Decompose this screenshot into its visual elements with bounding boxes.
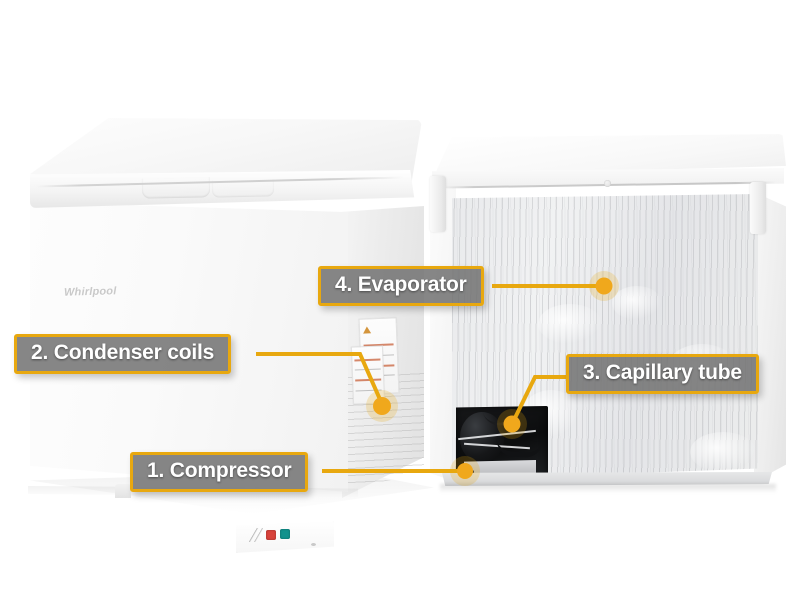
callout-evaporator-label: 4. Evaporator bbox=[335, 273, 467, 296]
lid-screw bbox=[604, 180, 611, 187]
chest-freezer-rear-unit bbox=[424, 134, 790, 493]
rear-left-edge-panel bbox=[430, 186, 456, 482]
cabinet-foot bbox=[115, 484, 131, 498]
indicator-light bbox=[311, 543, 316, 546]
callout-evaporator[interactable]: 4. Evaporator bbox=[318, 266, 484, 306]
lid-hinge-left bbox=[430, 176, 446, 232]
callout-compressor[interactable]: 1. Compressor bbox=[130, 452, 309, 492]
power-switch-teal[interactable] bbox=[280, 529, 290, 539]
floor-shadow-rear bbox=[440, 484, 776, 493]
lid-hinge-right bbox=[750, 182, 766, 234]
compressor-mount-plate bbox=[464, 460, 536, 476]
callout-capillary-tube[interactable]: 3. Capillary tube bbox=[566, 354, 759, 394]
foil-sheen-1 bbox=[538, 304, 602, 344]
callout-capillary-label: 3. Capillary tube bbox=[583, 361, 742, 384]
warning-label-lower bbox=[350, 345, 386, 405]
rear-cabinet-base-rail bbox=[442, 472, 772, 486]
control-panel-markings bbox=[245, 528, 263, 542]
foil-sheen-5 bbox=[690, 432, 756, 472]
whirlpool-brand-logo: Whirlpool bbox=[63, 285, 117, 299]
callout-condenser-label: 2. Condenser coils bbox=[31, 341, 215, 364]
rear-right-side-panel bbox=[754, 192, 786, 482]
foil-sheen-2 bbox=[612, 286, 662, 320]
power-switch-red[interactable] bbox=[266, 530, 276, 540]
callout-compressor-label: 1. Compressor bbox=[147, 459, 292, 482]
chest-freezer-front-unit: Whirlpool bbox=[22, 118, 434, 553]
callout-condenser-coils[interactable]: 2. Condenser coils bbox=[14, 334, 232, 374]
